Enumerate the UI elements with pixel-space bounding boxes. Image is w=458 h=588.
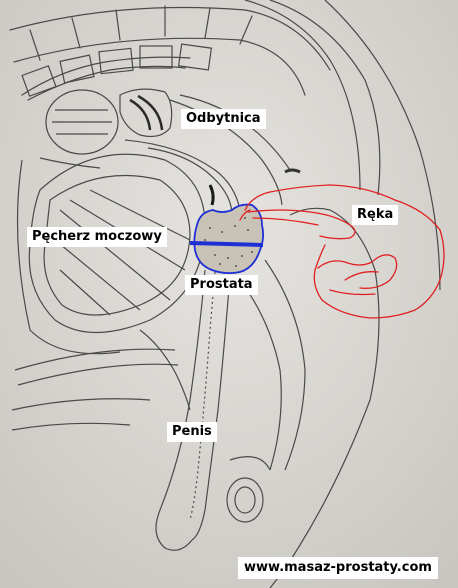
label-rectum: Odbytnica bbox=[181, 109, 266, 129]
prostate-outline bbox=[193, 203, 265, 275]
prostate-texture bbox=[204, 217, 253, 267]
label-hand: Ręka bbox=[352, 205, 399, 225]
prostate-line bbox=[189, 241, 264, 247]
urethra-penis-drawing bbox=[11, 259, 306, 551]
label-penis: Penis bbox=[167, 422, 217, 442]
label-bladder: Pęcherz moczowy bbox=[27, 227, 167, 247]
body-contour bbox=[244, 0, 441, 588]
watermark-url: www.masaz-prostaty.com bbox=[238, 557, 438, 579]
label-prostate: Prostata bbox=[185, 275, 258, 295]
spine-vertebrae bbox=[9, 5, 331, 101]
hand-outline bbox=[239, 184, 445, 319]
